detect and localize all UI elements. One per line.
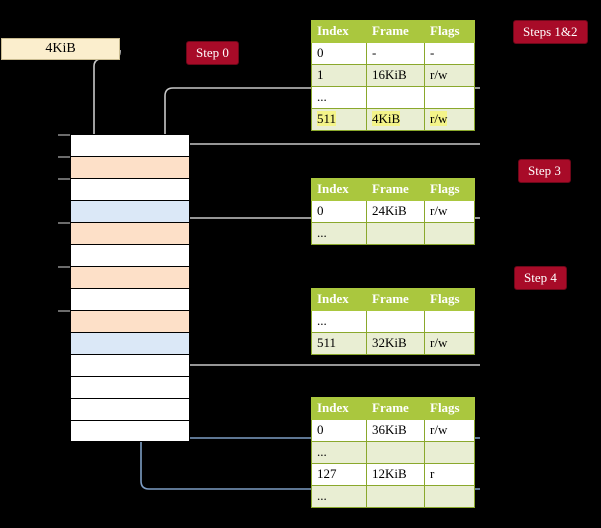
- memory-frame-row: [70, 222, 190, 244]
- table-row: ...: [311, 310, 475, 333]
- table-cell-index: 0: [311, 42, 367, 65]
- table-header-frame: Frame: [366, 178, 425, 201]
- table-cell-frame: -: [366, 42, 425, 65]
- table-cell-index: 127: [311, 463, 367, 486]
- table-cell-flags: [424, 441, 475, 464]
- table-header-flags: Flags: [424, 20, 475, 43]
- wire-t1-idx511-to-memory: [177, 143, 480, 165]
- table-cell-index: 511: [311, 108, 367, 131]
- badge-steps-1-2: Steps 1&2: [513, 20, 588, 44]
- table-cell-frame: [366, 86, 425, 109]
- table-header-flags: Flags: [424, 397, 475, 420]
- table-cell-index: 1: [311, 64, 367, 87]
- table-cell-index: ...: [311, 222, 367, 245]
- table-cell-flags: -: [424, 42, 475, 65]
- memory-tick: [58, 156, 70, 158]
- memory-frame-row: [70, 310, 190, 332]
- table-row: ...: [311, 86, 475, 109]
- memory-frame-row: [70, 420, 190, 442]
- memory-frame-row: [70, 134, 190, 156]
- table-row: 0--: [311, 42, 475, 65]
- table-cell-index: 0: [311, 419, 367, 442]
- table-cell-flags: [424, 310, 475, 333]
- source-frame-box: 4KiB: [1, 38, 120, 60]
- table-cell-frame: [366, 485, 425, 508]
- table-header-flags: Flags: [424, 178, 475, 201]
- table-cell-frame: 24KiB: [366, 200, 425, 223]
- table-cell-flags: r/w: [424, 419, 475, 442]
- table-row: ...: [311, 485, 475, 508]
- table-cell-frame: 12KiB: [366, 463, 425, 486]
- table-cell-flags: [424, 222, 475, 245]
- table-cell-frame: 16KiB: [366, 64, 425, 87]
- table-cell-flags: r/w: [424, 64, 475, 87]
- table-cell-frame: [366, 441, 425, 464]
- table-header-frame: Frame: [366, 397, 425, 420]
- badge-step-3-label: Step 3: [528, 163, 561, 178]
- memory-tick: [58, 266, 70, 268]
- table-cell-flags: r: [424, 463, 475, 486]
- table-cell-frame: [366, 310, 425, 333]
- badge-step-0: Step 0: [186, 41, 239, 65]
- table-row: ...: [311, 441, 475, 464]
- badge-steps-1-2-label: Steps 1&2: [523, 24, 578, 39]
- memory-tick: [58, 134, 70, 136]
- table-cell-flags: [424, 86, 475, 109]
- badge-step-3: Step 3: [518, 159, 571, 183]
- table-cell-index: ...: [311, 310, 367, 333]
- memory-frame-row: [70, 332, 190, 354]
- badge-step-4: Step 4: [514, 266, 567, 290]
- table-header-index: Index: [311, 178, 367, 201]
- memory-frame-row: [70, 156, 190, 178]
- memory-frame-row: [70, 398, 190, 420]
- memory-frame-row: [70, 178, 190, 200]
- table-header-index: Index: [311, 20, 367, 43]
- badge-step-4-label: Step 4: [524, 270, 557, 285]
- memory-column: [70, 134, 190, 442]
- table-cell-frame: 36KiB: [366, 419, 425, 442]
- table-header-flags: Flags: [424, 288, 475, 311]
- table-cell-frame: 4KiB: [366, 108, 425, 131]
- source-frame-label: 4KiB: [45, 41, 76, 56]
- memory-frame-row: [70, 266, 190, 288]
- table-header-index: Index: [311, 397, 367, 420]
- table-cell-flags: r/w: [424, 200, 475, 223]
- table-cell-index: ...: [311, 485, 367, 508]
- table-cell-index: ...: [311, 86, 367, 109]
- table-header-frame: Frame: [366, 288, 425, 311]
- table-cell-index: 511: [311, 332, 367, 355]
- table-cell-flags: r/w: [424, 108, 475, 131]
- memory-frame-row: [70, 288, 190, 310]
- table-cell-index: 0: [311, 200, 367, 223]
- table-header-frame: Frame: [366, 20, 425, 43]
- table-header-index: Index: [311, 288, 367, 311]
- badge-step-0-label: Step 0: [196, 45, 229, 60]
- table-cell-frame: 32KiB: [366, 332, 425, 355]
- table-cell-frame: [366, 222, 425, 245]
- memory-frame-row: [70, 244, 190, 266]
- memory-frame-row: [70, 354, 190, 376]
- memory-tick: [58, 178, 70, 180]
- memory-frame-row: [70, 200, 190, 222]
- memory-tick: [58, 310, 70, 312]
- table-cell-index: ...: [311, 441, 367, 464]
- memory-tick: [58, 222, 70, 224]
- table-cell-flags: [424, 485, 475, 508]
- table-row: ...: [311, 222, 475, 245]
- table-cell-flags: r/w: [424, 332, 475, 355]
- memory-frame-row: [70, 376, 190, 398]
